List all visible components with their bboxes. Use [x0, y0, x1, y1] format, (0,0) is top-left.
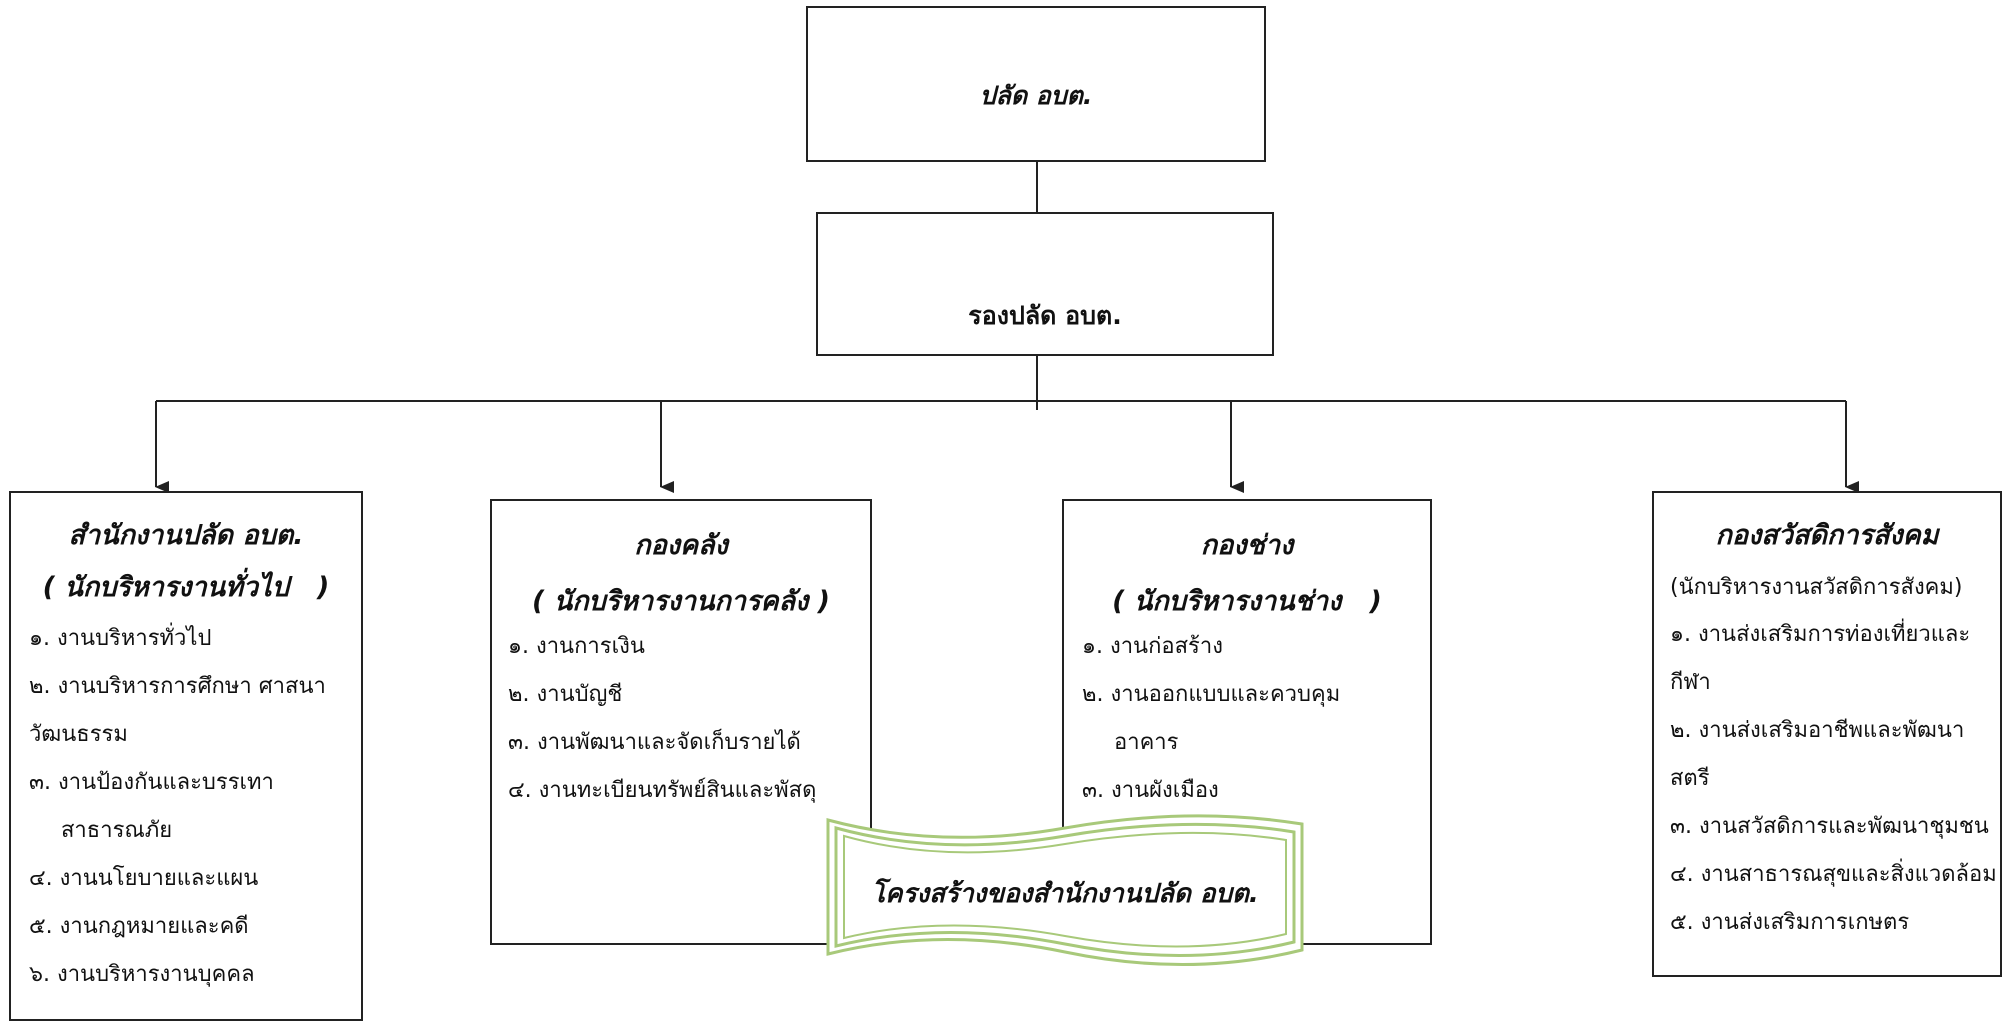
- task-item: ๕. งานกฎหมายและคดี: [29, 914, 249, 939]
- task-item: ๑. งานการเงิน: [508, 634, 645, 659]
- task-item: ๖. งานบริหารงานบุคคล: [29, 962, 255, 987]
- task-item: สาธารณภัย: [61, 818, 173, 843]
- department-task-list: ๑. งานก่อสร้าง ๒. งานออกแบบและควบคุม อาค…: [1082, 623, 1340, 815]
- task-item: ๓. งานป้องกันและบรรเทา: [29, 770, 274, 795]
- deputy-title: รองปลัด อบต.: [968, 301, 1122, 330]
- wavy-banner-frame: [826, 814, 1304, 966]
- boss-title: ปลัด อบต.: [979, 81, 1093, 110]
- boss-box: ปลัด อบต.: [806, 6, 1266, 162]
- department-box-office: สำนักงานปลัด อบต. ( นักบริหารงานทั่วไป )…: [9, 491, 363, 1021]
- department-task-list: ๑. งานส่งเสริมการท่องเที่ยวและ กีฬา ๒. ง…: [1670, 611, 1997, 947]
- task-item: ๒. งานออกแบบและควบคุม: [1082, 682, 1341, 707]
- department-box-social-welfare: กองสวัสดิการสังคม (นักบริหารงานสวัสดิการ…: [1652, 491, 2002, 977]
- task-item: ๒. งานส่งเสริมอาชีพและพัฒนา: [1670, 718, 1965, 743]
- department-title: กองช่าง: [1200, 530, 1294, 561]
- task-item: ๑. งานก่อสร้าง: [1082, 634, 1223, 659]
- task-item: อาคาร: [1114, 730, 1179, 755]
- department-title: กองสวัสดิการสังคม: [1715, 520, 1939, 551]
- task-item: วัฒนธรรม: [29, 722, 128, 747]
- task-item: ๓. งานผังเมือง: [1082, 778, 1219, 803]
- task-item: ๓. งานสวัสดิการและพัฒนาชุมชน: [1670, 814, 1989, 839]
- department-subtitle: ( นักบริหารงานการคลัง ): [532, 586, 830, 617]
- task-item: ๔. งานทะเบียนทรัพย์สินและพัสดุ: [508, 778, 817, 803]
- task-item: ๑. งานบริหารทั่วไป: [29, 626, 212, 651]
- task-item: ๒. งานบัญชี: [508, 682, 623, 707]
- task-item: ๑. งานส่งเสริมการท่องเที่ยวและ: [1670, 622, 1971, 647]
- task-item: ๔. งานนโยบายและแผน: [29, 866, 259, 891]
- task-item: กีฬา: [1670, 670, 1711, 695]
- department-title: กองคลัง: [634, 530, 728, 561]
- task-item: สตรี: [1670, 766, 1710, 791]
- department-subtitle: (นักบริหารงานสวัสดิการสังคม): [1670, 575, 1963, 600]
- task-item: ๒. งานบริหารการศึกษา ศาสนา: [29, 674, 326, 699]
- task-item: ๕. งานส่งเสริมการเกษตร: [1670, 910, 1910, 935]
- department-task-list: ๑. งานบริหารทั่วไป ๒. งานบริหารการศึกษา …: [29, 615, 326, 999]
- department-title: สำนักงานปลัด อบต.: [68, 520, 304, 551]
- department-box-finance: กองคลัง ( นักบริหารงานการคลัง ) ๑. งานกา…: [490, 499, 872, 945]
- task-item: ๓. งานพัฒนาและจัดเก็บรายได้: [508, 730, 801, 755]
- deputy-box: รองปลัด อบต.: [816, 212, 1274, 356]
- department-subtitle: ( นักบริหารงานช่าง ): [1112, 586, 1382, 617]
- department-subtitle: ( นักบริหารงานทั่วไป ): [42, 572, 330, 603]
- department-task-list: ๑. งานการเงิน ๒. งานบัญชี ๓. งานพัฒนาและ…: [508, 623, 816, 815]
- title-banner: โครงสร้างของสำนักงานปลัด อบต.: [820, 810, 1310, 970]
- task-item: ๔. งานสาธารณสุขและสิ่งแวดล้อม: [1670, 862, 1997, 887]
- banner-title: โครงสร้างของสำนักงานปลัด อบต.: [871, 879, 1259, 909]
